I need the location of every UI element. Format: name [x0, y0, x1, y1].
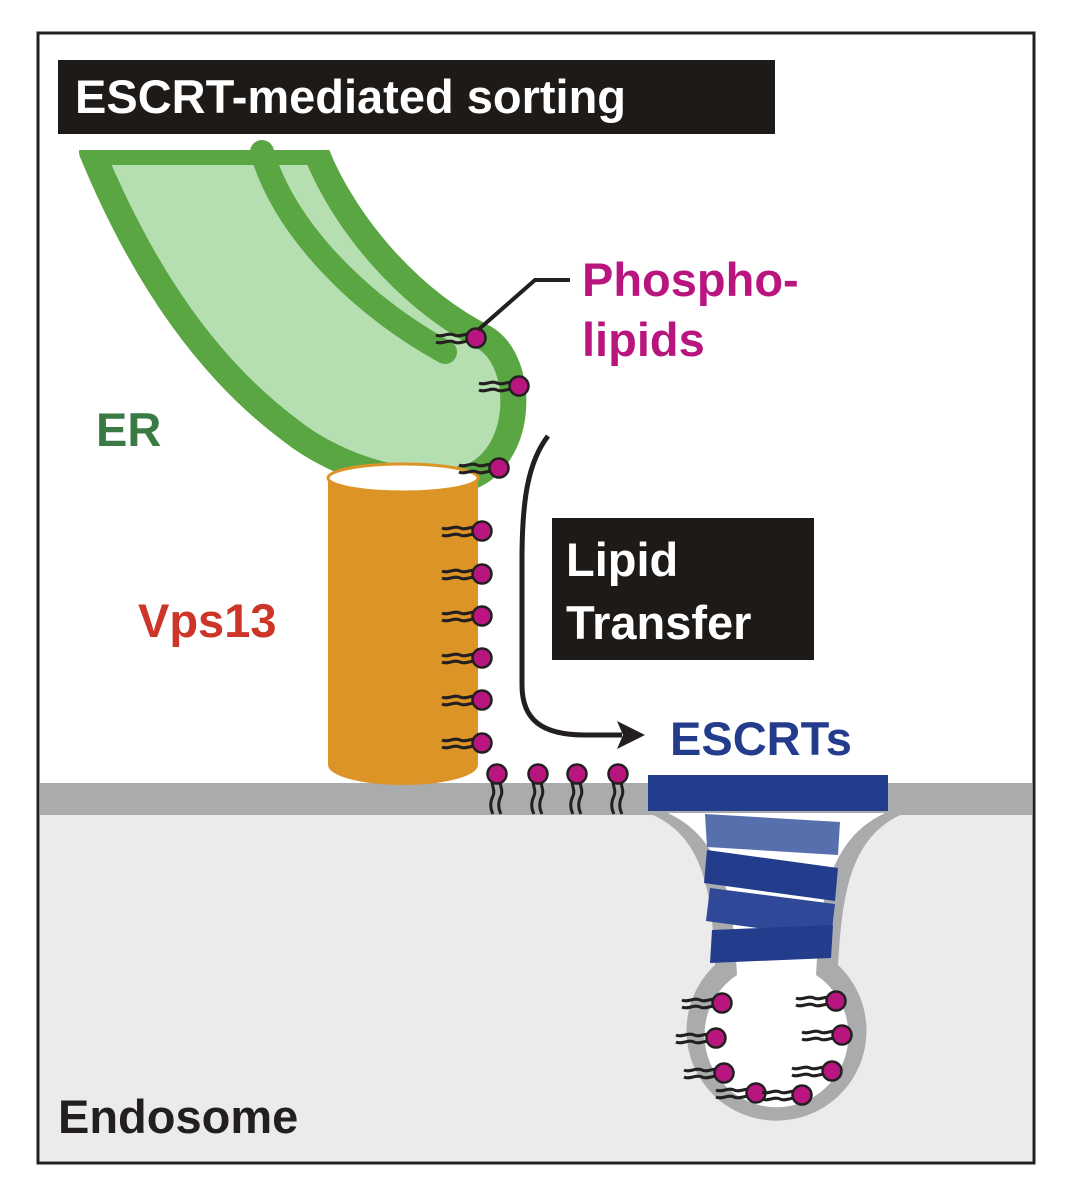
title-text: ESCRT-mediated sorting: [75, 70, 626, 123]
lipid-transfer-label-line1: Lipid: [566, 533, 678, 586]
phospholipids-label-line2: lipids: [582, 313, 705, 366]
title-box: [58, 60, 775, 134]
endosome-lumen: [40, 813, 1032, 1161]
lipid-transfer-label-line2: Transfer: [566, 596, 751, 649]
escrt-complex: [648, 775, 888, 963]
lipid-transfer-box: [552, 518, 814, 660]
phospholipids-label-line1: Phospho-: [582, 253, 799, 306]
lipid-transfer-arrow: [519, 434, 645, 749]
escrts-label: ESCRTs: [670, 712, 852, 765]
vps13-protein: [326, 462, 480, 785]
phospholipid-pointer-line: [476, 278, 570, 332]
vps13-label: Vps13: [138, 594, 276, 647]
er-label: ER: [96, 403, 161, 456]
endosome-label: Endosome: [58, 1090, 298, 1143]
